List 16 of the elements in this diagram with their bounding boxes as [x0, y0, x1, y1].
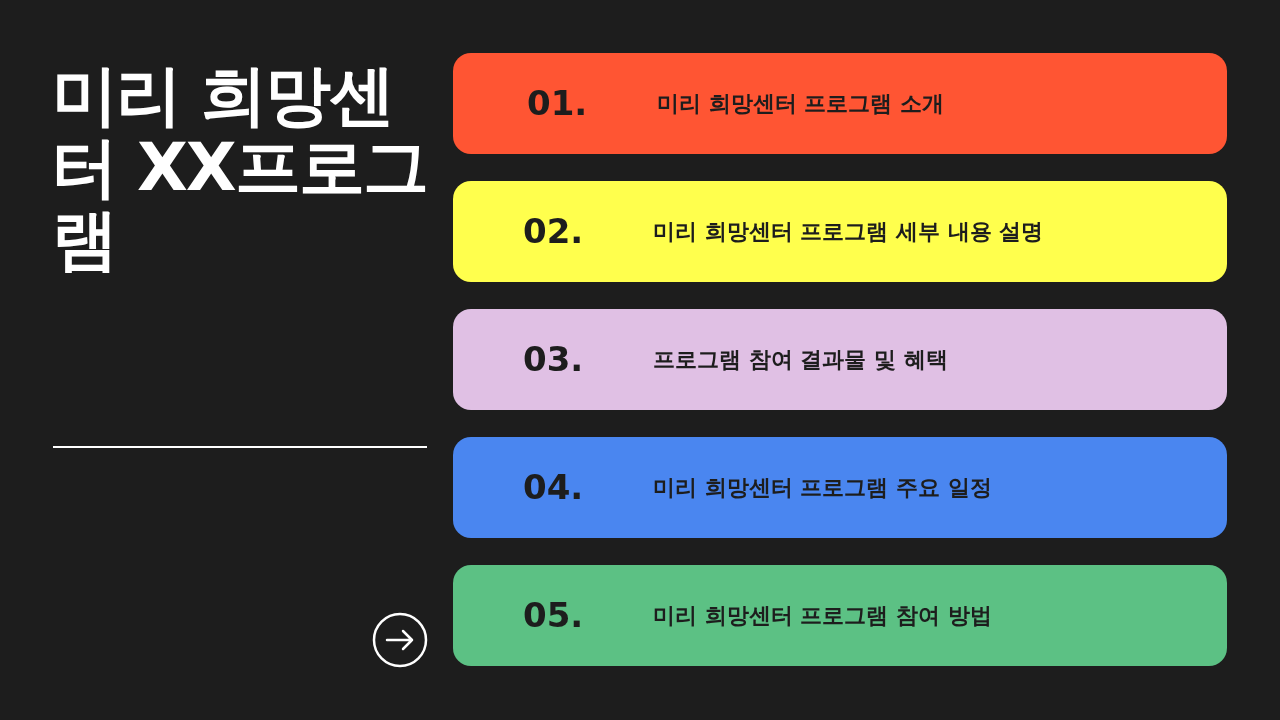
item-title: 미리 희망센터 프로그램 세부 내용 설명 — [653, 218, 1044, 246]
agenda-item-box — [453, 437, 1227, 538]
agenda-item-box — [453, 565, 1227, 666]
item-title: 미리 희망센터 프로그램 주요 일정 — [653, 474, 992, 502]
item-number: 01. — [527, 82, 589, 125]
item-title: 미리 희망센터 프로그램 소개 — [657, 90, 944, 118]
agenda-item-box — [453, 53, 1227, 154]
item-number: 05. — [523, 594, 585, 637]
item-number: 04. — [523, 466, 585, 509]
agenda-item-box — [453, 309, 1227, 410]
title: 미리 희망센터 XX프로그램 — [52, 60, 428, 276]
item-number: 02. — [523, 210, 585, 253]
item-title: 프로그램 참여 결과물 및 혜택 — [653, 346, 948, 374]
item-number: 03. — [523, 338, 585, 381]
item-title: 미리 희망센터 프로그램 참여 방법 — [653, 602, 992, 630]
agenda-item-box — [453, 181, 1227, 282]
